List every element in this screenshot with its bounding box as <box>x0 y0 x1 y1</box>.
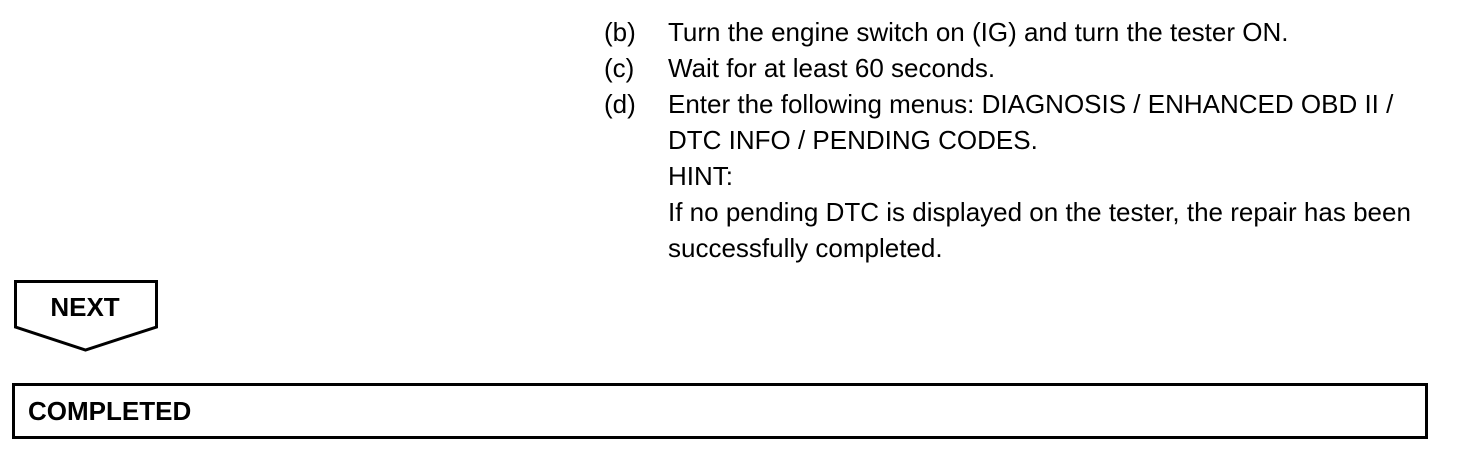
step-label: (c) <box>604 53 635 83</box>
step-text: Turn the engine switch on (IG) and turn … <box>668 17 1289 47</box>
next-arrow-shape <box>14 280 158 352</box>
completed-box: COMPLETED <box>12 383 1428 439</box>
step-body: Enter the following menus: DIAGNOSIS / E… <box>668 86 1444 266</box>
hint-label: HINT: <box>668 161 733 191</box>
step-label: (d) <box>604 89 636 119</box>
next-arrow: NEXT <box>14 280 160 352</box>
step-b: (b) Turn the engine switch on (IG) and t… <box>604 14 1444 50</box>
step-c: (c) Wait for at least 60 seconds. <box>604 50 1444 86</box>
step-text: Enter the following menus: DIAGNOSIS / E… <box>668 89 1394 155</box>
hint-text: If no pending DTC is displayed on the te… <box>668 197 1411 263</box>
step-label: (b) <box>604 17 636 47</box>
step-d: (d) Enter the following menus: DIAGNOSIS… <box>604 86 1444 266</box>
step-text: Wait for at least 60 seconds. <box>668 53 996 83</box>
next-label: NEXT <box>50 292 120 322</box>
completed-label: COMPLETED <box>28 396 192 426</box>
procedure-steps: (b) Turn the engine switch on (IG) and t… <box>604 14 1444 266</box>
